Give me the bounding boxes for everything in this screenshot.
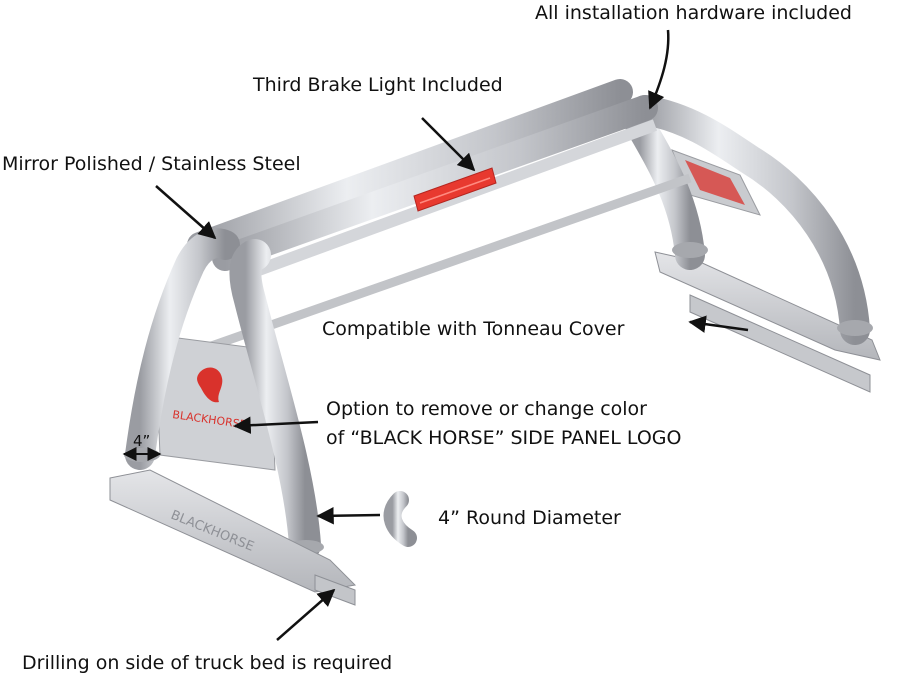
arrow-logo xyxy=(233,416,319,434)
callout-material: Mirror Polished / Stainless Steel xyxy=(2,153,301,175)
dimension-mark: 4” xyxy=(122,432,162,461)
callout-brake-light: Third Brake Light Included xyxy=(253,74,503,96)
arrow-drilling xyxy=(276,588,336,641)
dimension-text: 4” xyxy=(133,432,150,450)
callout-diameter: 4” Round Diameter xyxy=(438,507,621,529)
arrow-hardware xyxy=(648,29,670,110)
callout-hardware: All installation hardware included xyxy=(535,2,852,24)
horse-logo-icon xyxy=(197,367,223,403)
cross-bar xyxy=(198,173,692,355)
arrow-tonneau xyxy=(688,315,749,333)
tube-diameter-swatch xyxy=(383,491,417,547)
callout-drilling: Drilling on side of truck bed is require… xyxy=(22,652,393,674)
callout-arrows xyxy=(155,29,749,641)
callout-tonneau: Compatible with Tonneau Cover xyxy=(322,318,625,340)
arrow-material xyxy=(155,185,217,240)
third-brake-light xyxy=(413,167,497,212)
arrow-brake-light xyxy=(421,117,476,172)
callout-logo-line1: Option to remove or change color xyxy=(326,398,647,420)
callout-logo-line2: of “BLACK HORSE” SIDE PANEL LOGO xyxy=(326,427,682,449)
arrow-diameter xyxy=(316,506,381,525)
near-hoop xyxy=(124,228,324,561)
